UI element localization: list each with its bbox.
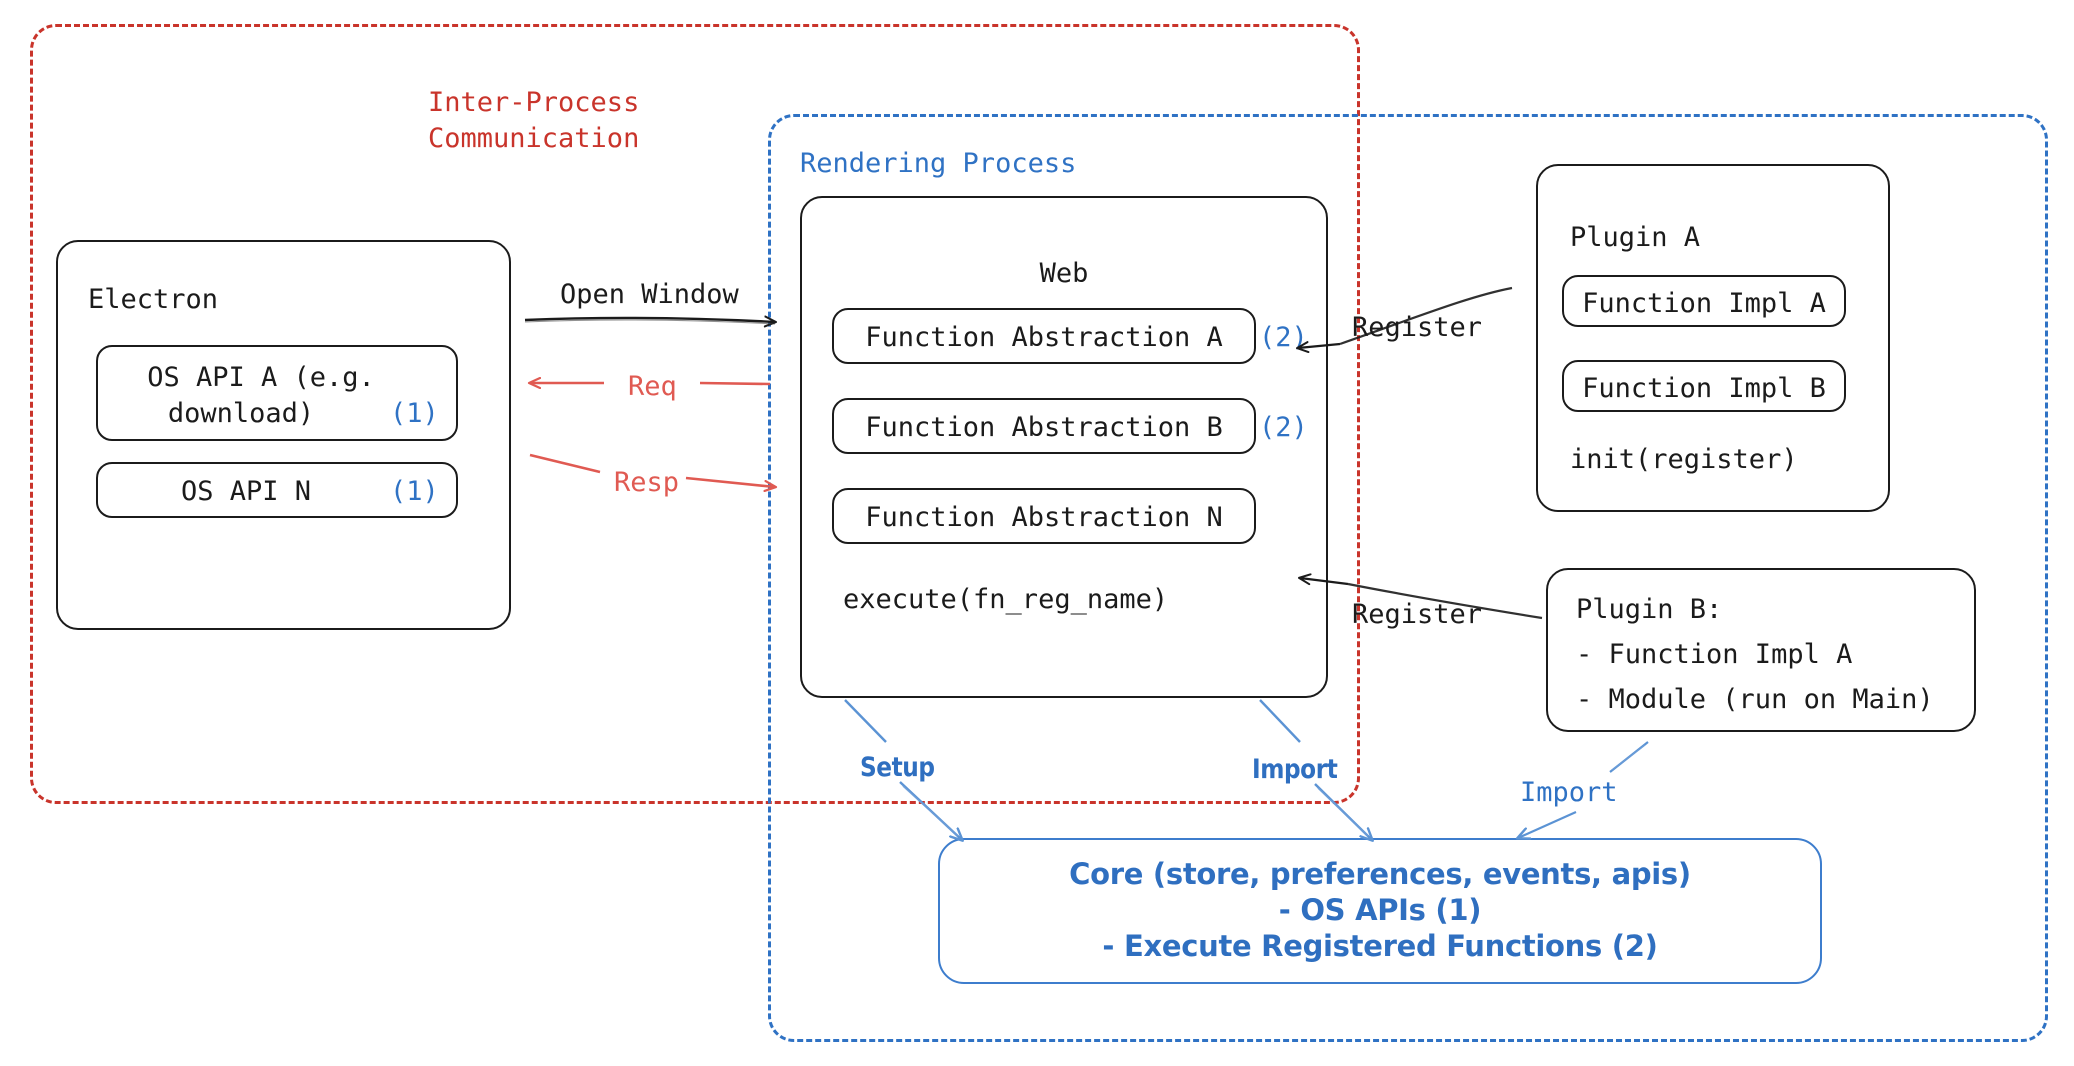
plugin-a-function-impl-a-box[interactable] <box>1562 275 1846 327</box>
function-abstraction-n-box[interactable] <box>832 488 1256 544</box>
edge-label-import-plugin-b: Import <box>1520 777 1618 808</box>
os-api-a-label-line2: download) <box>167 398 315 429</box>
plugin-a-title: Plugin A <box>1570 222 1701 253</box>
plugin-b-item-0: - Function Impl A <box>1576 639 1853 670</box>
edge-label-register-plugin-a: Register <box>1352 312 1483 343</box>
os-api-n-box[interactable] <box>96 462 458 518</box>
edge-label-register-plugin-b: Register <box>1352 599 1483 630</box>
plugin-b-title: Plugin B: <box>1576 594 1723 625</box>
edge-label-resp: Resp <box>614 467 680 498</box>
group-rendering-process <box>768 114 2048 1042</box>
function-abstraction-b-box[interactable] <box>832 398 1256 454</box>
os-api-n-label: OS API N <box>180 476 312 507</box>
web-title: Web <box>1039 258 1089 289</box>
function-abstraction-a-tag: (2) <box>1259 322 1308 353</box>
plugin-a-box <box>1536 164 1890 512</box>
group-ipc-label-line1: Inter-Process <box>428 87 640 118</box>
core-line-1: Core (store, preferences, events, apis) <box>1069 857 1691 891</box>
edge-label-setup: Setup <box>860 752 935 783</box>
group-rendering-process-label: Rendering Process <box>800 148 1077 179</box>
plugin-a-init-label: init(register) <box>1570 444 1798 475</box>
group-inter-process-communication <box>30 24 1360 804</box>
os-api-a-label-line1: OS API A (e.g. <box>147 362 375 393</box>
function-abstraction-a-label: Function Abstraction A <box>865 322 1223 353</box>
group-ipc-label-line2: Communication <box>428 123 640 154</box>
edge-label-import-web: Import <box>1252 754 1338 785</box>
plugin-b-item-1: - Module (run on Main) <box>1576 684 1934 715</box>
edge-label-open-window: Open Window <box>560 279 739 310</box>
os-api-a-tag: (1) <box>390 398 439 429</box>
plugin-b-box <box>1546 568 1976 732</box>
plugin-a-function-impl-b-box[interactable] <box>1562 360 1846 412</box>
core-line-2: - OS APIs (1) <box>1278 893 1482 927</box>
function-abstraction-n-label: Function Abstraction N <box>865 502 1223 533</box>
os-api-a-box[interactable] <box>96 345 458 441</box>
function-abstraction-b-tag: (2) <box>1259 412 1308 443</box>
core-box <box>938 838 1822 984</box>
os-api-n-tag: (1) <box>390 476 439 507</box>
function-abstraction-b-label: Function Abstraction B <box>865 412 1223 443</box>
web-execute-label: execute(fn_reg_name) <box>843 584 1169 615</box>
plugin-a-function-impl-a-label: Function Impl A <box>1582 288 1826 319</box>
plugin-a-function-impl-b-label: Function Impl B <box>1582 373 1826 404</box>
core-line-3: - Execute Registered Functions (2) <box>1102 929 1658 963</box>
electron-title: Electron <box>88 284 219 315</box>
function-abstraction-a-box[interactable] <box>832 308 1256 364</box>
edge-label-req: Req <box>628 371 677 402</box>
